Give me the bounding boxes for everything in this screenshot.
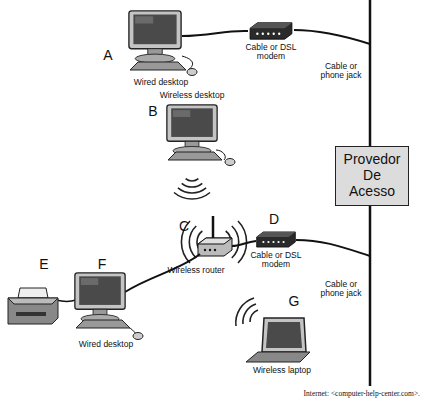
printer [8, 298, 58, 324]
printer [18, 288, 48, 298]
wireless-waves [238, 221, 247, 263]
printer [8, 298, 58, 304]
desktop-computer [129, 11, 197, 76]
wireless-router [209, 249, 211, 251]
modem [250, 23, 292, 39]
device-label: Wireless router [156, 266, 236, 275]
desktop-computer [76, 320, 130, 328]
device-label: Wireless laptop [240, 366, 324, 375]
wire [56, 300, 76, 302]
wireless-waves [186, 179, 199, 181]
wireless-waves [236, 298, 254, 326]
desktop-computer [75, 273, 125, 323]
laptop [266, 322, 302, 348]
modem [257, 232, 296, 247]
laptop [262, 318, 306, 352]
wireless-waves [243, 304, 256, 324]
wireless-waves [189, 226, 196, 258]
laptop [246, 352, 310, 362]
laptop [246, 318, 310, 362]
callout-letter: A [100, 48, 116, 63]
wire [56, 240, 370, 334]
device-label: Wireless desktop [146, 91, 238, 100]
callout-letter: G [286, 294, 302, 309]
modem [257, 232, 296, 247]
modem [250, 23, 292, 39]
wire [232, 241, 256, 246]
wireless-router [214, 249, 216, 251]
desktop-computer [187, 69, 197, 76]
wireless-waves [250, 310, 258, 322]
desktop-computer [133, 333, 143, 340]
callout-letter: E [36, 257, 52, 272]
device-label: Wired desktop [66, 340, 146, 349]
desktop-computer [225, 159, 235, 166]
wire [182, 31, 248, 36]
printer [8, 288, 58, 324]
wireless-router [198, 216, 232, 256]
node-text: Provedor De Acesso [342, 152, 402, 199]
wireless-router [198, 238, 232, 256]
desktop-computer [129, 11, 181, 63]
desktop-computer [130, 62, 186, 70]
device-label: Cable or DSL modem [240, 43, 302, 62]
wireless-waves [236, 298, 258, 326]
wireless-router [198, 238, 232, 244]
wireless-waves [174, 179, 210, 199]
desktop-computer [167, 105, 235, 166]
jack-label: Cable or phone jack [314, 280, 368, 299]
wireless-waves [232, 226, 239, 258]
device-label: Wired desktop [124, 78, 198, 87]
wireless-waves [178, 188, 206, 193]
desktop-computer [75, 273, 143, 340]
device-label: Cable or DSL modem [245, 251, 307, 270]
printer [16, 312, 46, 316]
callout-letter: D [266, 212, 282, 227]
wireless-router [212, 216, 215, 240]
provider-box: Provedor De Acesso [335, 146, 409, 206]
callout-letter: B [145, 104, 161, 119]
source-caption: Internet: <computer-help-center.com>. [190, 389, 420, 398]
callout-letter: C [176, 219, 192, 234]
desktop-computer [168, 152, 222, 160]
wireless-waves [174, 193, 210, 200]
jack-label: Cable or phone jack [314, 62, 368, 81]
wire [294, 30, 370, 44]
wireless-router [204, 249, 206, 251]
desktop-computer [216, 150, 225, 160]
wire [296, 240, 370, 256]
wireless-waves [182, 183, 203, 187]
callout-letter: F [94, 257, 110, 272]
desktop-computer [167, 105, 217, 155]
